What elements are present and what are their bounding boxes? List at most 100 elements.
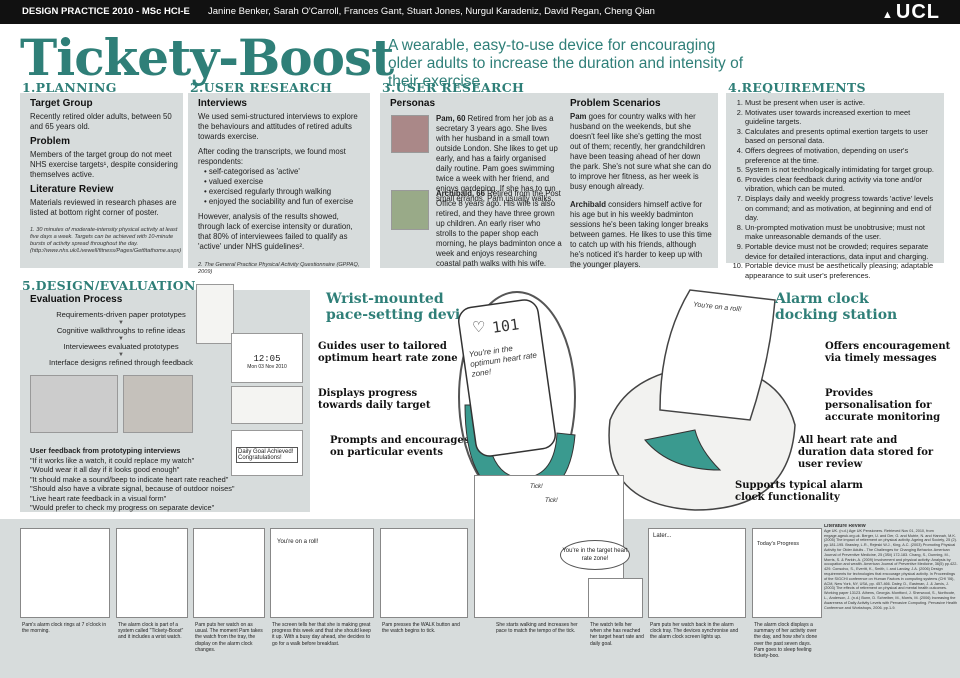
list-item: exercised regularly through walking [204,187,364,197]
scenarios-content: Problem Scenarios Pam goes for country w… [570,99,712,270]
prototype-screen-time: 12:05 Mon 03 Nov 2010 [231,333,303,383]
storyboard-frame-8: Later... [648,528,746,618]
interviews-p1: We used semi-structured interviews to ex… [198,112,358,141]
screen-date: Mon 03 Nov 2010 [247,364,287,370]
archibald-persona: Archibald, 66 Retired from the Post Offi… [436,189,562,268]
design-heading: 5.DESIGN/EVALUATION [22,278,196,293]
frame9-screen-text: Today's Progress [757,541,800,547]
storyboard-frame-1 [20,528,110,618]
planning-footnote: 1. 30 minutes of moderate-intensity phys… [30,227,182,254]
feedback-quote: "Would wear it all day if it looks good … [30,465,180,474]
evaluation-heading: Evaluation Process [30,294,123,305]
list-item: Displays daily and weekly progress towar… [745,194,941,223]
goal-message: Daily Goal Achieved! Congratulations! [236,447,298,463]
research2-panel [380,93,718,268]
interviews-list: self-categorised as 'active' valued exer… [198,167,364,207]
list-item: Un-prompted motivation must be unobtrusi… [745,223,941,242]
storyboard-caption: The screen tells her that she is making … [272,622,371,647]
storyboard-frame-7 [588,578,643,618]
alarm-clock-title: Alarm clock docking station [775,291,898,323]
research2-heading: 3.USER RESEARCH [382,80,525,95]
tick-label-1: Tick! [530,484,543,490]
storyboard-caption: Pam puts her watch on as usual. The mome… [195,622,263,653]
arrow-down-icon: ▼ [118,352,124,358]
poster-subtitle: A wearable, easy-to-use device for encou… [388,37,744,90]
refs-heading: Literature Review [824,524,866,529]
eval-step: Interface designs refined through feedba… [49,358,193,367]
pam-persona: Pam, 60 Retired from her job as a secret… [436,114,558,203]
storyboard-frame-9: Today's Progress [752,528,822,618]
wrist-feature-2: Displays progress towards daily target [318,388,431,411]
list-item: valued exercise [204,177,364,187]
storyboard-caption: The watch tells her when she has reached… [590,622,644,647]
wrist-device-title: Wrist-mounted pace-setting device [326,291,478,323]
interviews-heading: Interviews [198,98,247,109]
screen-time: 12:05 [253,354,281,364]
prototype-photo-2 [123,375,193,433]
storyboard-caption: Pam's alarm clock rings at 7 o'clock in … [22,622,107,635]
list-item: Portable device must be aesthetically pl… [745,261,941,280]
feedback-heading: User feedback from prototyping interview… [30,446,181,455]
list-item: Offers degrees of motivation, depending … [745,146,941,165]
storyboard-frame-5 [380,528,468,618]
list-item: Calculates and presents optimal exertion… [745,127,941,146]
feedback-quote: "Should also have a vibrate signal, beca… [30,484,235,493]
list-item: System is not technologically intimidati… [745,165,941,175]
list-item: enjoyed the sociability and fun of exerc… [204,197,364,207]
course-title: DESIGN PRACTICE 2010 - MSc HCI-E [22,6,190,17]
requirements-heading: 4.REQUIREMENTS [728,80,866,95]
authors: Janine Benker, Sarah O'Carroll, Frances … [208,6,655,17]
requirements-list: Must be present when user is active. Mot… [731,98,941,280]
poster-title: Tickety-Boost [20,28,394,87]
frame4-screen-text: You're on a roll! [277,539,319,545]
evaluation-steps: Requirements-driven paper prototypes▼ Co… [36,310,206,368]
interviews-p2: After coding the transcripts, we found m… [198,147,346,166]
ucl-crest-icon: ▲ [882,9,894,21]
storyboard-caption: She starts walking and increases her pac… [496,622,578,635]
planning-content: Target Group Recently retired older adul… [30,98,182,255]
target-group-heading: Target Group [30,98,93,109]
list-item: Provides clear feedback during activity … [745,175,941,194]
prototype-sketch-2 [231,386,303,424]
arrow-down-icon: ▼ [118,320,124,326]
feedback-quote: "Would prefer to check my progress on se… [30,503,215,512]
archibald-photo [391,190,429,230]
wrist-feature-3: Prompts and encourages on particular eve… [330,435,470,458]
watch-face [458,299,556,457]
alarm-feature-4: Supports typical alarm clock functionali… [735,480,863,503]
literature-review: Literature Review Age UK. (n.d.) Age UK … [824,524,958,676]
eval-step: Interviewees evaluated prototypes [63,342,179,351]
feedback-quote: "If it works like a watch, it could repl… [30,455,195,465]
storyboard-caption: Pam puts her watch back in the alarm clo… [650,622,739,641]
alarm-feature-3: All heart rate and duration data stored … [798,435,934,470]
heart-icon: ♡ [472,319,486,336]
literature-text: Materials reviewed in research phases ar… [30,198,177,217]
literature-heading: Literature Review [30,184,114,195]
feedback-quote: "Live heart rate feedback in a visual fo… [30,493,167,503]
storyboard-caption: Pam presses the WALK button and the watc… [382,622,460,635]
prototype-screen-goal: Daily Goal Achieved! Congratulations! [231,430,303,476]
feedback-quote: "It should make a sound/beep to indicate… [30,474,229,484]
personas-content: Personas [390,99,560,112]
list-item: self-categorised as 'active' [204,167,364,177]
interviews-p3: However, analysis of the results showed,… [198,212,353,251]
planning-panel [20,93,183,268]
storyboard-caption: The alarm clock is part of a system call… [118,622,184,641]
wrist-feature-1: Guides user to tailored optimum heart ra… [318,341,458,364]
eval-step: Requirements-driven paper prototypes [56,310,186,319]
alarm-feature-1: Offers encouragement via timely messages [825,341,951,364]
requirements-panel [726,93,944,263]
list-item: Must be present when user is active. [745,98,941,108]
header-bar: DESIGN PRACTICE 2010 - MSc HCI-E Janine … [0,0,960,24]
speech-bubble: You're in the target heart rate zone! [560,540,630,570]
scenario-archibald: Archibald considers himself active for h… [570,200,712,269]
research1-content: Interviews We used semi-structured inter… [198,99,364,276]
later-caption: Later... [653,533,672,539]
list-item: Motivates user towards increased exertio… [745,108,941,127]
refs-text: Age UK. (n.d.) Age UK Pensioners. Retrie… [824,528,958,610]
target-group-text: Recently retired older adults, between 5… [30,112,172,131]
alarm-feature-2: Provides personalisation for accurate mo… [825,388,941,423]
tick-label-2: Tick! [545,498,558,504]
problem-heading: Problem [30,136,71,147]
